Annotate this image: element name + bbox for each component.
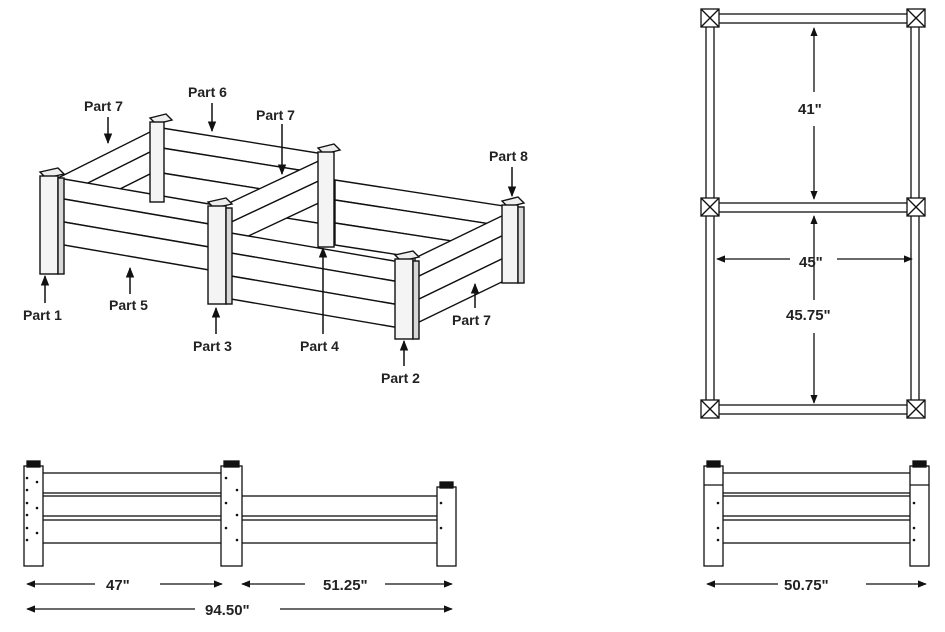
label-part4: Part 4 [300, 338, 339, 354]
post-back-left [148, 113, 174, 203]
label-part7-left: Part 7 [84, 98, 123, 114]
post-part1 [38, 167, 66, 275]
label-part6: Part 6 [188, 84, 227, 100]
isometric-label-text: Part 1 Part 5 Part 3 Part 4 Part 2 Part … [23, 84, 528, 386]
dim-51-25: 51.25" [323, 577, 368, 594]
post-part3 [206, 197, 234, 305]
isometric-view [38, 113, 526, 340]
front-view [23, 460, 457, 613]
post-part8 [500, 196, 526, 284]
post-part2 [393, 250, 421, 340]
dim-94-50: 94.50" [205, 602, 250, 619]
side-view [703, 460, 930, 588]
side-post-left [703, 460, 724, 567]
dim-45: 45" [799, 254, 823, 271]
label-part8: Part 8 [489, 148, 528, 164]
isometric-labels [40, 103, 517, 366]
dim-41: 41" [798, 101, 822, 118]
top-view [700, 8, 926, 419]
top-view-dims: 41" 45" 45.75" [786, 101, 831, 324]
front-view-bolts [25, 476, 443, 542]
front-post-right [436, 481, 457, 567]
label-part3: Part 3 [193, 338, 232, 354]
label-part1: Part 1 [23, 307, 62, 323]
label-part2: Part 2 [381, 370, 420, 386]
dim-50-75: 50.75" [784, 577, 829, 594]
side-post-right [909, 460, 930, 567]
front-post-middle [220, 460, 243, 567]
top-post [700, 8, 926, 419]
post-back-middle [316, 143, 342, 248]
label-part5: Part 5 [109, 297, 148, 313]
front-wall-part4 [224, 231, 401, 329]
dim-47: 47" [106, 577, 130, 594]
side-view-dims: 50.75" [784, 577, 829, 594]
dim-45-75: 45.75" [786, 307, 831, 324]
front-view-dims: 47" 51.25" 94.50" [106, 577, 368, 619]
front-post-left [23, 460, 44, 567]
side-view-bolts [716, 501, 916, 542]
label-part7-right: Part 7 [452, 312, 491, 328]
label-part7-middle: Part 7 [256, 107, 295, 123]
